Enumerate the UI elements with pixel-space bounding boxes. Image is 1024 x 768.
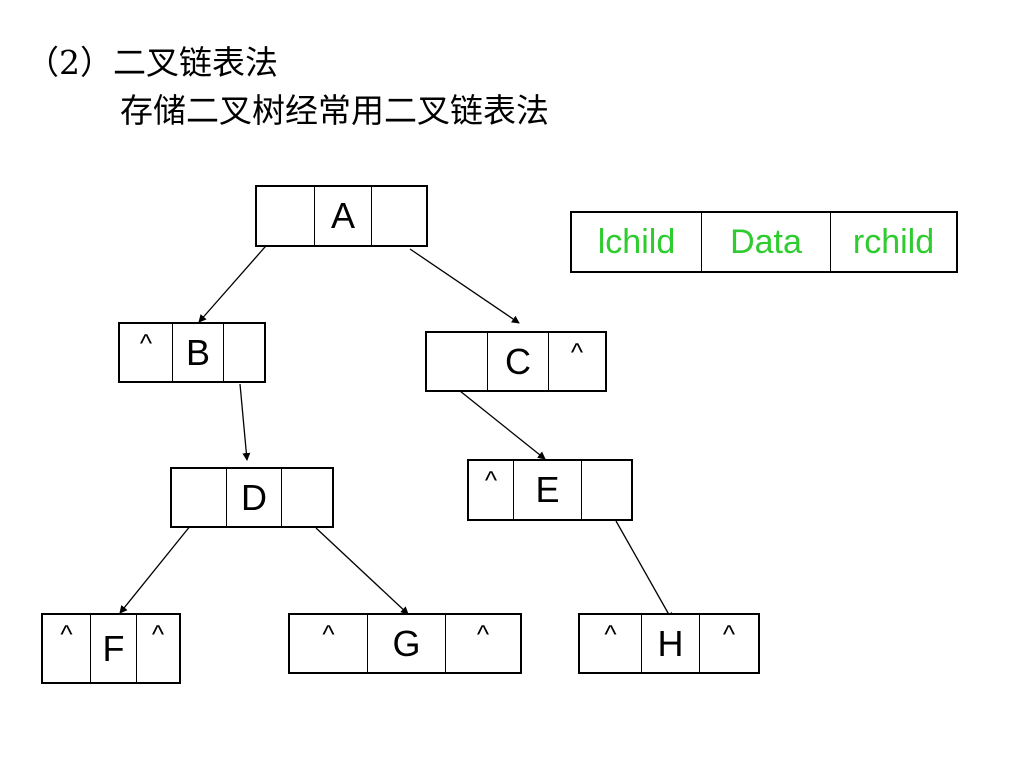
legend-lchild-label: lchild xyxy=(597,222,676,261)
edge-d-f xyxy=(119,519,196,614)
node-g-data: G xyxy=(367,615,445,672)
node-a-rchild xyxy=(371,187,426,245)
legend-rchild-label: rchild xyxy=(830,213,956,271)
node-f-data: F xyxy=(90,615,136,682)
page-subtitle: 存储二叉树经常用二叉链表法 xyxy=(120,91,549,130)
node-e-data: E xyxy=(513,461,581,519)
edge-b-d xyxy=(239,383,251,461)
tree-node-a: A xyxy=(255,185,428,247)
edge-c-e xyxy=(459,390,546,460)
node-a-lchild xyxy=(257,187,314,245)
node-structure-legend: lchild Data rchild xyxy=(570,211,958,273)
node-b-lchild: ^ xyxy=(139,328,153,358)
node-b-data: B xyxy=(172,324,223,381)
edge-e-h xyxy=(615,520,673,621)
tree-node-f: ^ F ^ xyxy=(41,613,181,684)
node-h-data: H xyxy=(641,615,699,672)
node-f-lchild: ^ xyxy=(60,619,73,649)
node-f-rchild: ^ xyxy=(136,615,179,682)
tree-node-c: C ^ xyxy=(425,331,607,392)
tree-node-d: D xyxy=(170,467,334,528)
node-h-rchild: ^ xyxy=(699,615,758,672)
edge-a-b xyxy=(198,238,273,323)
page-title: （2）二叉链表法 xyxy=(26,43,278,82)
node-c-rchild: ^ xyxy=(548,333,605,390)
node-g-rchild: ^ xyxy=(445,615,520,672)
edge-d-g xyxy=(315,527,409,615)
node-b-rchild xyxy=(223,324,264,381)
node-d-rchild xyxy=(281,469,332,526)
tree-node-g: ^ G ^ xyxy=(288,613,522,674)
tree-node-b: ^ B xyxy=(118,322,266,383)
node-d-data: D xyxy=(226,469,281,526)
node-e-lchild: ^ xyxy=(484,465,498,495)
node-d-lchild xyxy=(172,469,226,526)
node-h-lchild: ^ xyxy=(604,619,617,649)
node-e-rchild xyxy=(581,461,631,519)
node-a-data: A xyxy=(314,187,371,245)
node-c-data: C xyxy=(487,333,548,390)
legend-data-label: Data xyxy=(701,213,830,271)
tree-node-e: ^ E xyxy=(467,459,633,521)
node-c-lchild xyxy=(427,333,487,390)
edge-a-c xyxy=(409,248,520,324)
tree-node-h: ^ H ^ xyxy=(578,613,760,674)
node-g-lchild: ^ xyxy=(322,619,335,649)
